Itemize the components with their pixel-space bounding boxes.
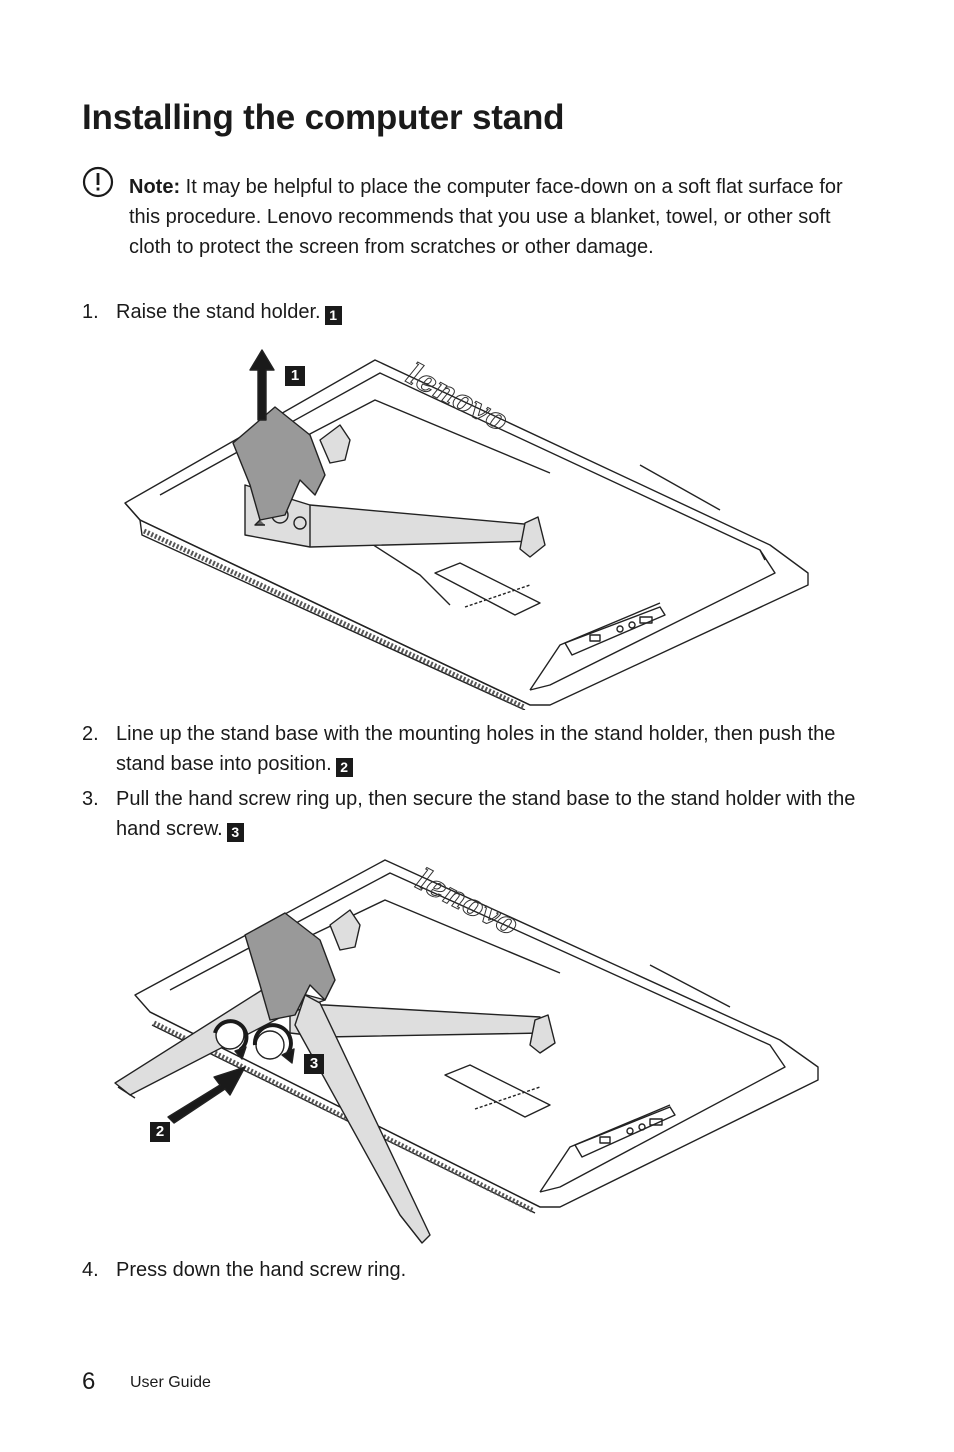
figure-raise-stand-holder: lenovo <box>124 349 809 710</box>
step-3: 3. Pull the hand screw ring up, then sec… <box>82 784 862 844</box>
step-number: 1. <box>82 301 99 323</box>
step-4: 4. Press down the hand screw ring. <box>82 1255 862 1285</box>
step-text: Pull the hand screw ring up, then secure… <box>116 788 856 840</box>
note-label: Note: <box>129 176 181 198</box>
callout-badge: 2 <box>335 758 353 777</box>
step-1: 1. Raise the stand holder.1 <box>82 297 862 327</box>
figure-callout: 1 <box>285 366 305 386</box>
step-text: Raise the stand holder. <box>116 301 321 323</box>
step-2: 2. Line up the stand base with the mount… <box>82 719 862 779</box>
exclamation-icon <box>82 166 114 198</box>
callout-badge: 1 <box>324 306 342 325</box>
step-text: Line up the stand base with the mounting… <box>116 723 836 775</box>
step-text: Press down the hand screw ring. <box>116 1259 407 1281</box>
note-text: It may be helpful to place the computer … <box>129 176 843 258</box>
figure-callout: 3 <box>304 1054 324 1074</box>
callout-badge: 3 <box>226 823 244 842</box>
step-number: 4. <box>82 1259 99 1281</box>
note-paragraph: Note: It may be helpful to place the com… <box>129 172 849 262</box>
footer-label: User Guide <box>130 1374 211 1391</box>
page-title: Installing the computer stand <box>82 98 565 137</box>
page-number: 6 <box>82 1368 96 1395</box>
figure-callout: 2 <box>150 1122 170 1142</box>
step-number: 3. <box>82 788 99 810</box>
step-number: 2. <box>82 723 99 745</box>
figure-attach-stand-base: lenovo <box>114 859 819 1244</box>
